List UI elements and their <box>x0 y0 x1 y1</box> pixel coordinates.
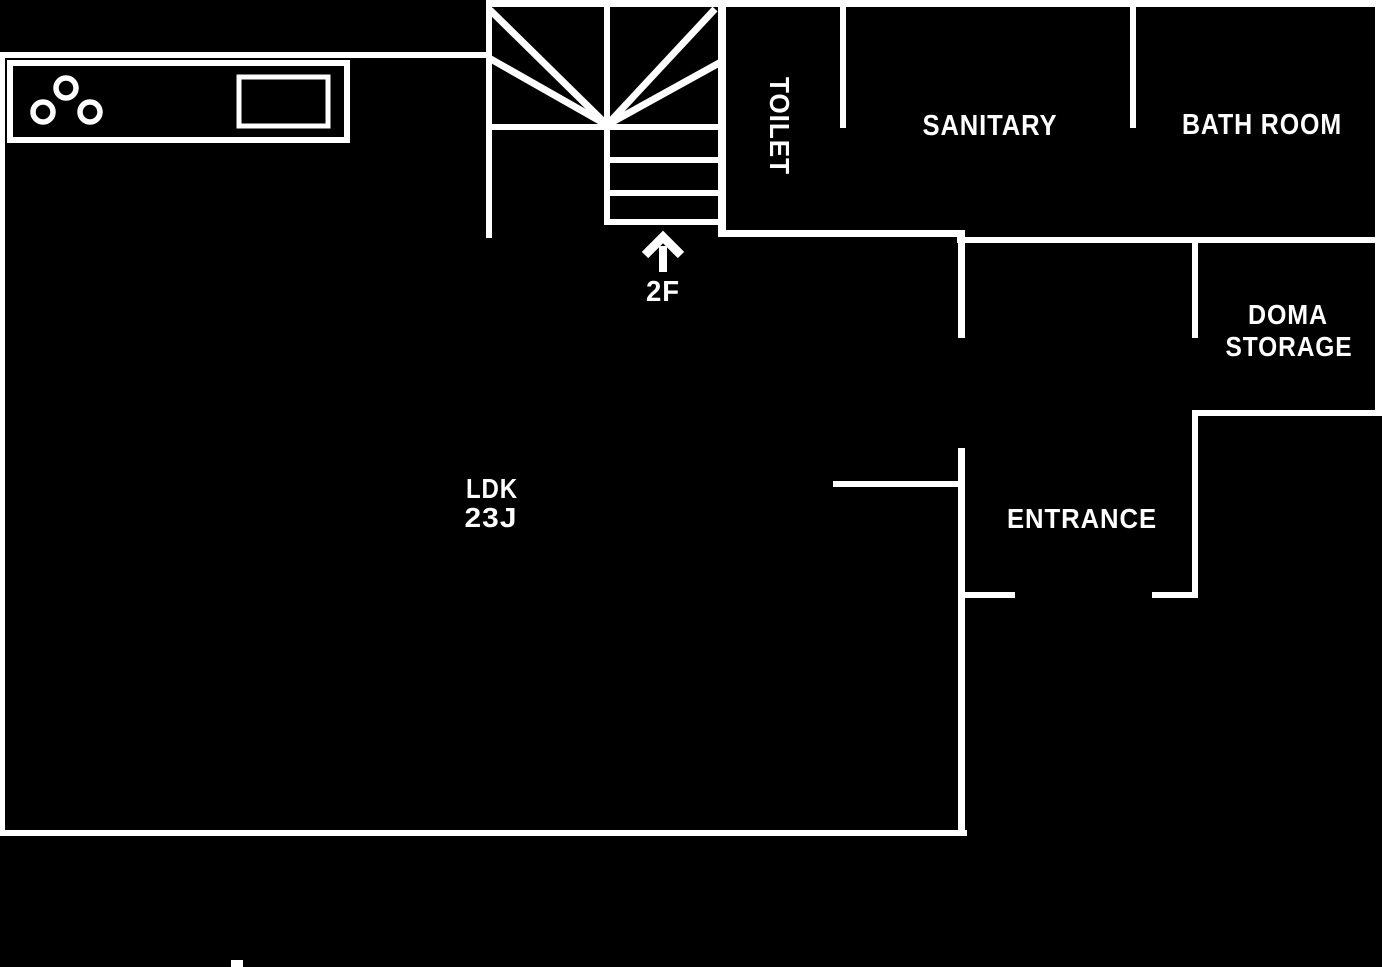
wall-entrance-left-lower <box>958 448 965 836</box>
wall-entrance-bottom-left <box>958 592 1015 598</box>
wall-sanitary-bath <box>1130 6 1136 128</box>
wall-stairs-toilet <box>718 6 726 237</box>
wall-doma-left-lower <box>1192 413 1198 598</box>
wall-entrance-top <box>957 237 1382 243</box>
doma-storage-label-line2: STORAGE <box>1226 331 1353 362</box>
doma-storage-label-line1: DOMA <box>1248 299 1328 330</box>
stair-winder-line-1 <box>487 7 610 128</box>
stair-tread-line-3 <box>604 219 722 225</box>
kitchen-burner-icon <box>53 75 79 101</box>
stairs-floor-label: 2F <box>646 276 680 308</box>
ldk-size-label: 23J <box>465 502 518 533</box>
ldk-label: LDK <box>466 473 518 504</box>
wall-doma-left-upper <box>1192 243 1198 338</box>
wall-top-outer <box>486 0 1382 7</box>
wall-entrance-bottom-right <box>1152 592 1198 598</box>
kitchen-sink <box>236 74 331 129</box>
wall-ldk-bottom <box>0 830 967 836</box>
stairs-up-arrow-icon <box>641 230 685 259</box>
stairs-up-arrow-shaft <box>659 246 667 272</box>
wall-right-outer <box>1375 0 1382 416</box>
wall-left-outer <box>0 52 5 836</box>
wall-stairs-divider <box>604 6 610 124</box>
toilet-label: TOILET <box>764 77 795 175</box>
stair-tread-line-1 <box>604 157 722 163</box>
sanitary-label: SANITARY <box>923 110 1058 142</box>
stair-lower-left-edge <box>604 124 610 225</box>
wall-stairs-left <box>486 6 492 238</box>
bathroom-label: BATH ROOM <box>1182 109 1342 141</box>
stair-winder-line-3 <box>604 6 718 128</box>
entrance-label: ENTRANCE <box>1007 503 1157 534</box>
kitchen-burner-icon <box>77 99 103 125</box>
wall-toilet-sanitary <box>840 6 846 128</box>
wall-entrance-left-upper <box>958 230 965 338</box>
stair-winder-line-4 <box>605 58 723 129</box>
wall-ldk-partition <box>833 481 965 487</box>
bottom-edge-mark <box>231 960 243 967</box>
stair-winder-line-2 <box>487 54 609 129</box>
wall-doma-bottom <box>1192 410 1382 416</box>
stair-tread-line-2 <box>604 190 722 196</box>
kitchen-burner-icon <box>30 99 56 125</box>
wall-toilet-bottom <box>718 230 965 237</box>
wall-kitchen-top <box>0 52 490 58</box>
kitchen-counter <box>7 60 350 143</box>
